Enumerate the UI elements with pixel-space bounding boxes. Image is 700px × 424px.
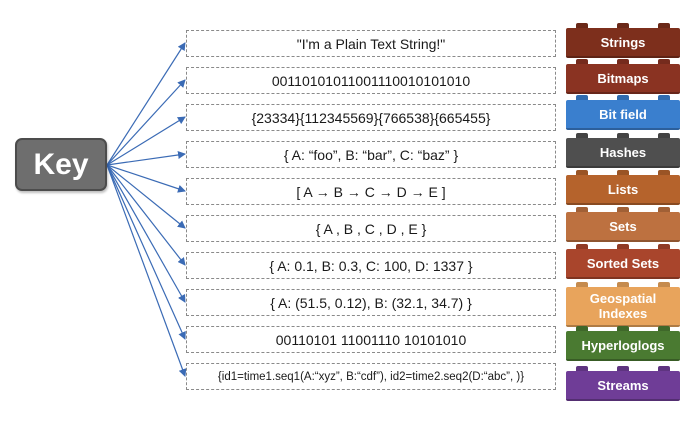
key-label: Key bbox=[33, 147, 89, 181]
value-box: { A: 0.1, B: 0.3, C: 100, D: 1337 } bbox=[186, 252, 556, 279]
key-to-value-arrow bbox=[106, 79, 186, 166]
value-box: {id1=time1.seq1(A:“xyz”, B:“cdf”), id2=t… bbox=[186, 363, 556, 390]
brick-stud bbox=[617, 366, 629, 371]
brick-stud bbox=[576, 170, 588, 175]
value-text: { A: 0.1, B: 0.3, C: 100, D: 1337 } bbox=[269, 257, 473, 274]
type-label: Bit field bbox=[599, 106, 647, 122]
type-label: Streams bbox=[597, 377, 649, 393]
type-label: Hashes bbox=[599, 144, 647, 160]
value-text: 00110101011001110010101010 bbox=[271, 72, 471, 89]
type-brick: Lists bbox=[566, 170, 680, 205]
key-to-value-arrow bbox=[106, 164, 186, 193]
brick-stud bbox=[658, 133, 670, 138]
value-box: { A: (51.5, 0.12), B: (32.1, 34.7) } bbox=[186, 289, 556, 316]
type-brick: Streams bbox=[566, 366, 680, 401]
brick-stud bbox=[617, 207, 629, 212]
key-to-value-arrow bbox=[106, 164, 186, 229]
value-box: {23334}{112345569}{766538}{665455} bbox=[186, 104, 556, 131]
type-label: Strings bbox=[600, 34, 646, 50]
value-box: "I'm a Plain Text String!" bbox=[186, 30, 556, 57]
brick-stud bbox=[576, 244, 588, 249]
value-box: 00110101 11001110 10101010 bbox=[186, 326, 556, 353]
key-node: Key bbox=[15, 138, 107, 191]
type-brick: Strings bbox=[566, 23, 680, 58]
brick-stud bbox=[617, 170, 629, 175]
value-text: { A , B , C , D , E } bbox=[315, 220, 427, 237]
value-text: {id1=time1.seq1(A:“xyz”, B:“cdf”), id2=t… bbox=[217, 370, 525, 383]
value-text: {23334}{112345569}{766538}{665455} bbox=[251, 109, 491, 126]
key-to-value-arrow bbox=[106, 164, 186, 340]
brick-stud bbox=[617, 59, 629, 64]
value-text: 00110101 11001110 10101010 bbox=[275, 331, 467, 348]
type-label: Bitmaps bbox=[597, 70, 649, 86]
type-label: Sorted Sets bbox=[586, 255, 660, 271]
brick-stud bbox=[576, 366, 588, 371]
type-brick: Bit field bbox=[566, 95, 680, 130]
type-brick: Sets bbox=[566, 207, 680, 242]
type-brick: Hashes bbox=[566, 133, 680, 168]
brick-stud bbox=[658, 244, 670, 249]
type-brick: Sorted Sets bbox=[566, 244, 680, 279]
value-text: { A: (51.5, 0.12), B: (32.1, 34.7) } bbox=[270, 294, 472, 311]
value-text: [ A → B → C → D → E ] bbox=[296, 183, 446, 200]
brick-stud bbox=[658, 207, 670, 212]
brick-stud bbox=[617, 244, 629, 249]
value-box: { A , B , C , D , E } bbox=[186, 215, 556, 242]
key-to-value-arrow bbox=[106, 151, 186, 166]
key-to-value-arrow bbox=[106, 116, 186, 166]
type-label: Hyperloglogs bbox=[581, 337, 665, 353]
type-brick: Hyperloglogs bbox=[566, 326, 680, 361]
brick-stud bbox=[658, 282, 670, 287]
type-brick: Geospatial Indexes bbox=[566, 282, 680, 327]
brick-stud bbox=[576, 207, 588, 212]
type-label: Geospatial Indexes bbox=[589, 291, 657, 321]
value-box: { A: “foo”, B: “bar”, C: “baz” } bbox=[186, 141, 556, 168]
brick-stud bbox=[576, 326, 588, 331]
value-text: "I'm a Plain Text String!" bbox=[296, 35, 446, 52]
brick-stud bbox=[617, 282, 629, 287]
brick-stud bbox=[617, 23, 629, 28]
brick-stud bbox=[576, 23, 588, 28]
brick-stud bbox=[658, 326, 670, 331]
brick-stud bbox=[658, 95, 670, 100]
brick-stud bbox=[576, 133, 588, 138]
type-label: Sets bbox=[609, 218, 637, 234]
brick-stud bbox=[617, 95, 629, 100]
key-to-value-arrow bbox=[106, 164, 187, 377]
brick-stud bbox=[576, 282, 588, 287]
brick-stud bbox=[576, 59, 588, 64]
brick-stud bbox=[658, 366, 670, 371]
key-to-value-arrow bbox=[106, 164, 186, 303]
brick-stud bbox=[658, 23, 670, 28]
brick-stud bbox=[658, 59, 670, 64]
brick-stud bbox=[576, 95, 588, 100]
value-box: [ A → B → C → D → E ] bbox=[186, 178, 556, 205]
key-to-value-arrow bbox=[106, 164, 186, 266]
brick-stud bbox=[658, 170, 670, 175]
type-label: Lists bbox=[607, 181, 639, 197]
brick-stud bbox=[617, 133, 629, 138]
key-to-value-arrow bbox=[106, 42, 186, 166]
brick-stud bbox=[617, 326, 629, 331]
value-text: { A: “foo”, B: “bar”, C: “baz” } bbox=[283, 146, 459, 163]
type-brick: Bitmaps bbox=[566, 59, 680, 94]
value-box: 00110101011001110010101010 bbox=[186, 67, 556, 94]
